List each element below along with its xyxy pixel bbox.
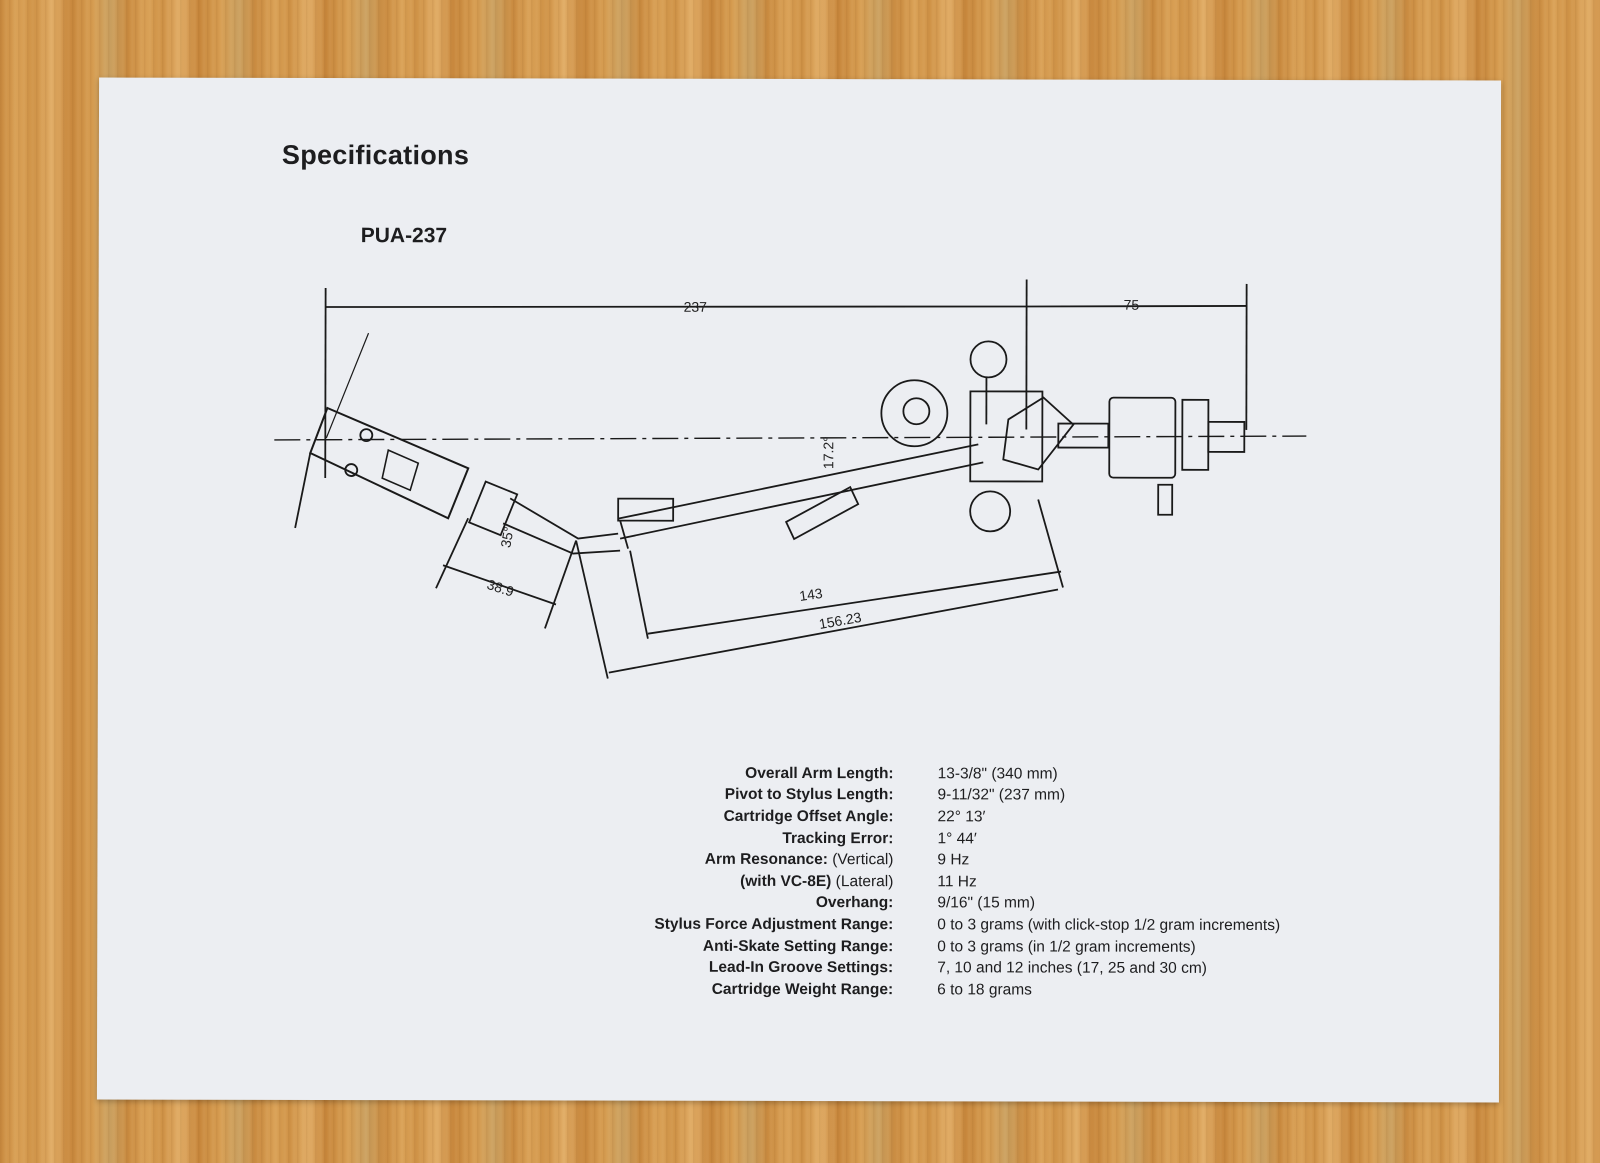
dim-label-237: 237 bbox=[684, 299, 708, 315]
spec-row: Pivot to Stylus Length: 9-11/32" (237 mm) bbox=[478, 784, 1378, 807]
spec-row: Arm Resonance: (Vertical) 9 Hz bbox=[477, 849, 1377, 872]
counterweight-stem bbox=[1057, 422, 1110, 449]
arm-tube-bend bbox=[509, 497, 619, 540]
spec-row: Stylus Force Adjustment Range: 0 to 3 gra… bbox=[477, 913, 1377, 936]
arm-tube-top bbox=[617, 443, 979, 520]
spec-sublabel: (Vertical) bbox=[832, 851, 894, 869]
spec-label: Stylus Force Adjustment Range: bbox=[654, 915, 894, 934]
tonearm-diagram: 237 75 143 156.23 38.9 35° 17.2° bbox=[274, 279, 1307, 679]
spec-label: Tracking Error: bbox=[782, 829, 894, 847]
dim-line-143 bbox=[647, 570, 1062, 635]
dim-label-17: 17.2° bbox=[820, 436, 836, 469]
spec-value: 9-11/32" (237 mm) bbox=[937, 786, 1066, 804]
pivot-knob bbox=[969, 340, 1008, 379]
spec-sublabel: (Lateral) bbox=[835, 872, 894, 890]
dim-label-156: 156.23 bbox=[818, 609, 863, 632]
spec-value: 13-3/8" (340 mm) bbox=[937, 765, 1058, 783]
counterweight-knob bbox=[1181, 398, 1210, 471]
spec-label: Anti-Skate Setting Range: bbox=[702, 937, 894, 955]
spec-value: 22° 13′ bbox=[937, 808, 986, 826]
arm-tube-bottom bbox=[619, 461, 984, 540]
weight-tab bbox=[1157, 483, 1174, 516]
headshell bbox=[309, 406, 470, 520]
spec-label: Overhang: bbox=[815, 894, 894, 912]
spec-value: 0 to 3 grams (with click-stop 1/2 gram i… bbox=[937, 916, 1281, 934]
headshell-screw-2 bbox=[344, 463, 359, 477]
dim-line-156 bbox=[608, 588, 1059, 674]
dim-ext-156-left bbox=[575, 540, 609, 679]
spec-value: 7, 10 and 12 inches (17, 25 and 30 cm) bbox=[937, 959, 1207, 977]
lift-lever bbox=[784, 485, 860, 541]
spec-row: Cartridge Offset Angle: 22° 13′ bbox=[478, 806, 1378, 829]
dim-line-237 bbox=[325, 305, 1027, 308]
spec-value: 0 to 3 grams (in 1/2 gram increments) bbox=[937, 937, 1196, 956]
spec-row: Tracking Error: 1° 44′ bbox=[477, 827, 1377, 850]
headshell-screw-1 bbox=[359, 428, 374, 442]
spec-table: Overall Arm Length: 13-3/8" (340 mm) Pivo… bbox=[477, 762, 1377, 1001]
spec-row: Overhang: 9/16" (15 mm) bbox=[477, 892, 1377, 915]
dim-label-35: 35° bbox=[497, 525, 516, 549]
dim-label-38-9: 38.9 bbox=[485, 576, 516, 600]
spec-row: (with VC-8E) (Lateral) 11 Hz bbox=[477, 870, 1377, 893]
spec-label: Arm Resonance: (Vertical) bbox=[704, 850, 894, 869]
dim-line-75 bbox=[1026, 305, 1247, 308]
bearing-yoke bbox=[1002, 396, 1075, 471]
spec-label: (with VC-8E) (Lateral) bbox=[740, 872, 894, 890]
dim-ext-143-left bbox=[629, 550, 649, 639]
spec-row: Anti-Skate Setting Range: 0 to 3 grams (i… bbox=[477, 935, 1377, 958]
base-plate-inner bbox=[902, 397, 931, 426]
end-cap bbox=[1207, 420, 1246, 453]
dim-label-75: 75 bbox=[1124, 297, 1140, 313]
dim-ext-143-right bbox=[1037, 499, 1064, 588]
spec-label: Overall Arm Length: bbox=[745, 764, 894, 782]
dim-label-143: 143 bbox=[798, 585, 824, 604]
arm-rest bbox=[617, 497, 675, 522]
arm-collar bbox=[467, 480, 519, 537]
dim-line-38-9 bbox=[442, 564, 557, 606]
headshell-tip-line bbox=[294, 452, 312, 529]
stylus-guide-line bbox=[325, 332, 370, 439]
spec-value: 1° 44′ bbox=[937, 829, 977, 847]
pivot-housing bbox=[969, 390, 1044, 483]
spec-value: 9 Hz bbox=[937, 851, 970, 869]
spec-row: Lead-In Groove Settings: 7, 10 and 12 inc… bbox=[477, 957, 1377, 980]
spec-label: Lead-In Groove Settings: bbox=[708, 958, 894, 977]
spec-row: Overall Arm Length: 13-3/8" (340 mm) bbox=[478, 762, 1378, 785]
anti-skate-wheel bbox=[969, 490, 1012, 533]
spec-value: 9/16" (15 mm) bbox=[937, 894, 1036, 912]
spec-row: Cartridge Weight Range: 6 to 18 grams bbox=[477, 978, 1377, 1001]
spec-value: 11 Hz bbox=[937, 873, 977, 891]
counterweight bbox=[1108, 396, 1177, 479]
spec-value: 6 to 18 grams bbox=[937, 981, 1032, 999]
arm-rest-post bbox=[619, 520, 629, 549]
finger-lift bbox=[381, 449, 420, 492]
spec-label: Cartridge Offset Angle: bbox=[723, 807, 894, 826]
base-plate-circle bbox=[880, 379, 949, 448]
spec-label: Cartridge Weight Range: bbox=[711, 980, 894, 998]
center-line bbox=[274, 435, 1307, 441]
spec-sheet: Specifications PUA-237 bbox=[96, 77, 1502, 1103]
dim-ext-38-right bbox=[544, 540, 577, 629]
dim-ext-38-left bbox=[435, 517, 469, 589]
spec-label: Pivot to Stylus Length: bbox=[724, 786, 894, 804]
arm-tube-bend-lower bbox=[502, 522, 621, 555]
